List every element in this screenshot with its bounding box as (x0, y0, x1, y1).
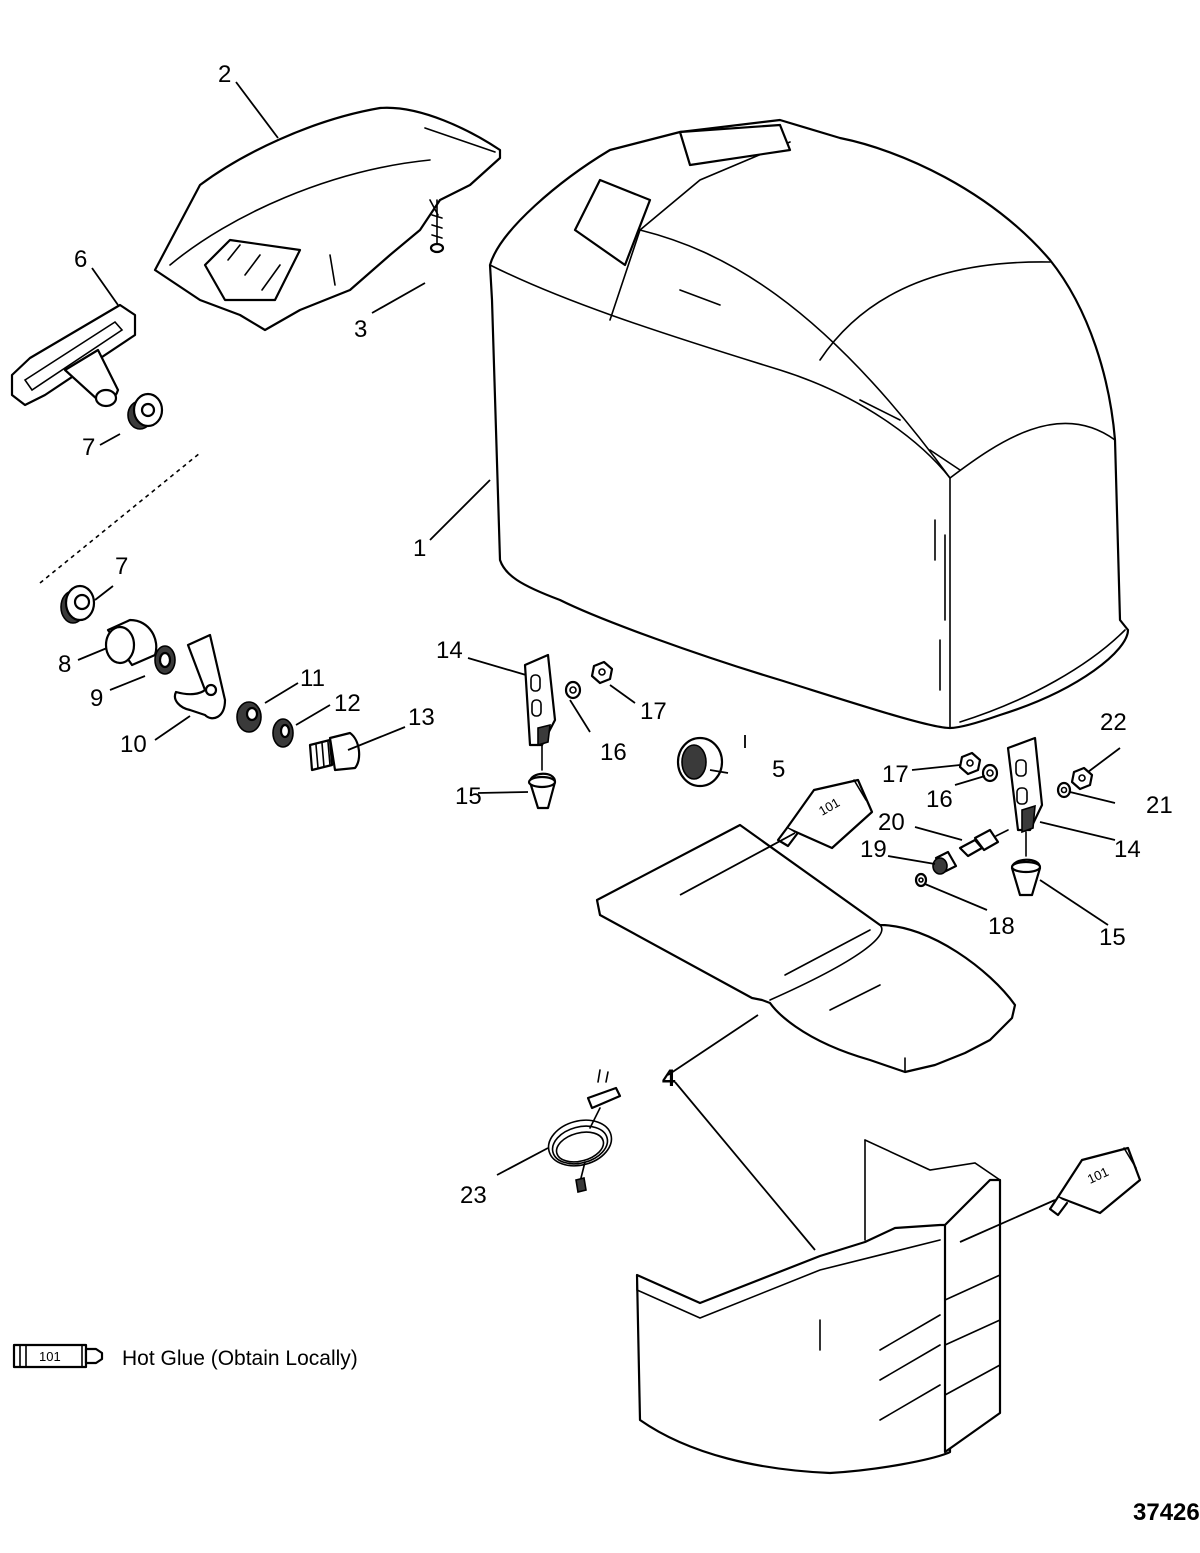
small-washer (914, 872, 928, 888)
callout-7-lower: 7 (115, 553, 128, 580)
grommet-upper (127, 392, 164, 430)
top-cowl (488, 118, 1130, 730)
callout-labels: 2 3 6 7 7 8 9 10 11 12 13 1 14 15 16 17 … (58, 61, 1173, 1209)
legend-tube-label: 101 (39, 1349, 61, 1364)
grommet-lower (60, 584, 96, 624)
lock-nut (154, 645, 176, 675)
callout-3: 3 (354, 316, 367, 343)
callout-6: 6 (74, 246, 87, 273)
latch-hook (173, 633, 227, 720)
callout-14-right: 14 (1114, 836, 1141, 863)
callout-5: 5 (772, 756, 785, 783)
callout-17-left: 17 (640, 698, 667, 725)
callout-7-upper: 7 (82, 434, 95, 461)
callout-16-right: 16 (926, 786, 953, 813)
washer-left (564, 680, 582, 700)
callout-11: 11 (300, 665, 325, 692)
rear-cover (153, 106, 502, 332)
callout-8: 8 (58, 651, 71, 678)
washer-right (981, 763, 999, 783)
callout-17-right: 17 (882, 761, 909, 788)
callout-4: 4 (662, 1065, 676, 1092)
washer (236, 701, 262, 733)
callout-14-left: 14 (436, 637, 463, 664)
glue-tube-upper: 101 (776, 778, 874, 850)
figure-number: 37426 (1133, 1499, 1200, 1526)
callout-2: 2 (218, 61, 231, 88)
callout-18: 18 (988, 913, 1015, 940)
bolt (308, 731, 361, 772)
washer-21 (1056, 781, 1072, 799)
callout-9: 9 (90, 685, 103, 712)
nut-left (590, 660, 614, 685)
nut-22 (1070, 766, 1094, 791)
plug (676, 736, 724, 788)
rivet-right (1010, 831, 1042, 897)
nut-right (958, 751, 982, 776)
legend: 101 Hot Glue (Obtain Locally) (12, 1343, 358, 1370)
handle (10, 303, 137, 408)
lockwasher (272, 718, 294, 748)
stud (958, 828, 1009, 858)
wire-harness (547, 1069, 622, 1193)
screw (429, 199, 445, 254)
latch-bracket-left (523, 653, 557, 747)
callout-19: 19 (860, 836, 887, 863)
callout-15-right: 15 (1099, 924, 1126, 951)
callout-23: 23 (460, 1182, 487, 1209)
callout-10: 10 (120, 731, 147, 758)
callout-13: 13 (408, 704, 435, 731)
insulation-lower (635, 1139, 1002, 1475)
legend-label: Hot Glue (Obtain Locally) (122, 1347, 358, 1370)
spacer (932, 850, 958, 875)
bushing (104, 618, 158, 667)
callout-1: 1 (413, 535, 426, 562)
callout-16-left: 16 (600, 739, 627, 766)
glue-tube-lower: 101 (1048, 1146, 1142, 1217)
callout-20: 20 (878, 809, 905, 836)
callout-22: 22 (1100, 709, 1127, 736)
latch-bracket-right (1006, 736, 1044, 834)
insulation-upper (595, 823, 1017, 1074)
callout-21: 21 (1146, 792, 1173, 819)
leader-lines (39, 81, 1121, 1251)
rivet-left (527, 744, 557, 810)
callout-12: 12 (334, 690, 361, 717)
callout-15-left: 15 (455, 783, 482, 810)
